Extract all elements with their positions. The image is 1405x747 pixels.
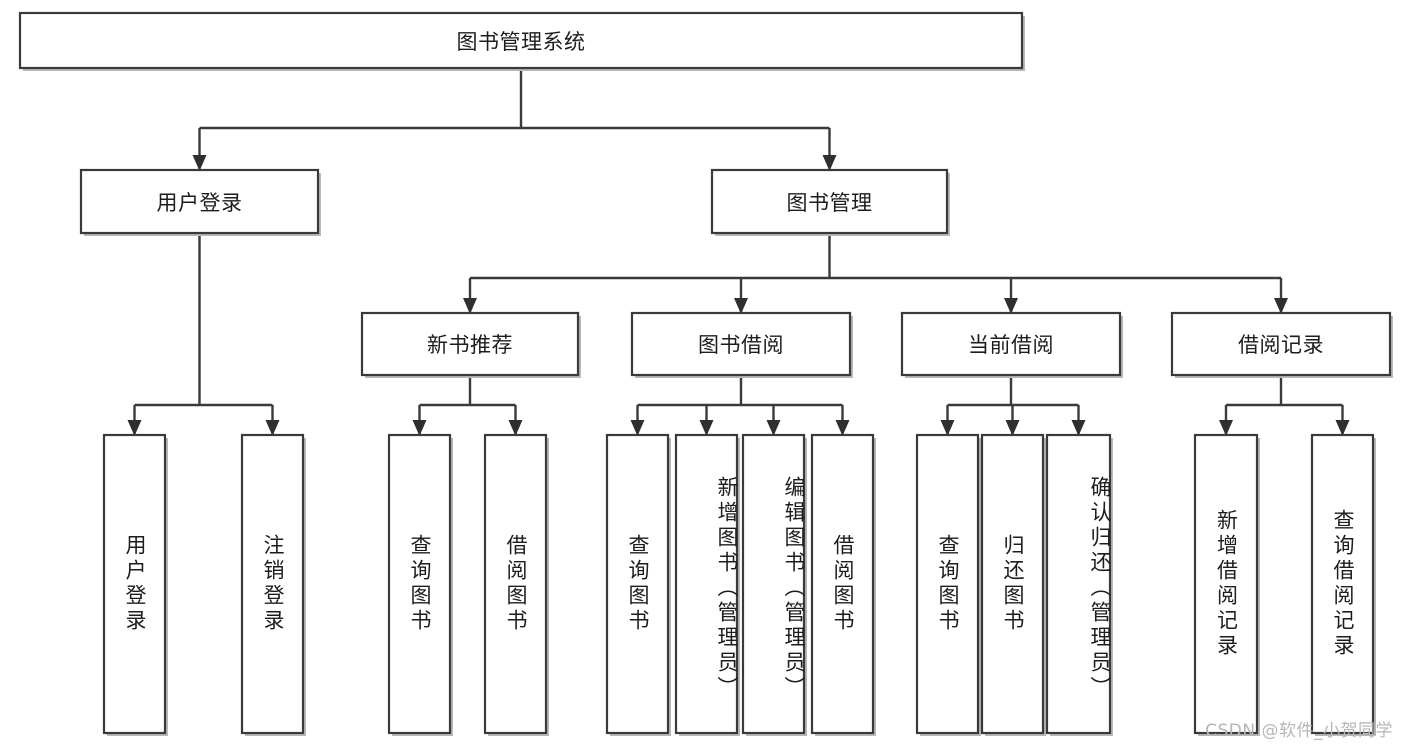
edge-arrowhead [1005,420,1020,436]
node-box-leaf_query_book_b[interactable] [605,433,670,735]
node-box-leaf_borrow_book_b[interactable] [810,433,875,735]
node-box-current_borrow[interactable] [900,311,1122,377]
node-box-leaf_return_book[interactable] [980,433,1045,735]
edge-arrowhead [412,420,427,436]
edge-arrowhead [463,298,477,314]
boxes-layer [18,11,1393,736]
edge-arrowhead [835,420,850,436]
edge-arrowhead [1071,420,1086,436]
node-box-leaf_query_book_rec[interactable] [387,433,452,735]
edge-arrowhead [508,420,523,436]
node-box-leaf_borrow_book_rec[interactable] [483,433,548,735]
node-box-leaf_user_login[interactable] [102,433,167,735]
edge-arrowhead [1335,420,1350,436]
edge-arrowhead [1219,420,1233,436]
edge-arrowhead [192,155,207,171]
node-box-book_borrow[interactable] [630,311,852,377]
node-box-leaf_add_record[interactable] [1193,433,1259,735]
node-box-leaf_add_book[interactable] [674,433,739,735]
edge-arrowhead [822,155,837,171]
node-box-leaf_logout[interactable] [240,433,305,735]
edge-arrowhead [940,420,955,436]
edge-arrowhead [734,298,748,314]
node-box-leaf_edit_book[interactable] [741,433,806,735]
edge-arrowhead [265,420,280,436]
edge-arrowhead [1274,298,1288,314]
edge-arrowhead [699,420,714,436]
node-box-book_manage[interactable] [710,168,949,235]
node-box-user_login[interactable] [79,168,320,235]
node-box-leaf_confirm_return[interactable] [1045,433,1112,735]
edge-arrowhead [630,420,645,436]
node-box-root[interactable] [18,11,1024,70]
node-box-new_book_rec[interactable] [360,311,580,377]
edge-arrowhead [1004,298,1018,314]
node-box-leaf_query_record[interactable] [1310,433,1375,735]
edge-arrowhead [766,420,781,436]
watermark-text: CSDN @软件_小贺同学 [1205,721,1393,741]
node-box-leaf_query_book_c[interactable] [915,433,980,735]
connectors-layer [127,68,1350,436]
node-box-borrow_record[interactable] [1170,311,1392,377]
edge-arrowhead [127,420,142,436]
